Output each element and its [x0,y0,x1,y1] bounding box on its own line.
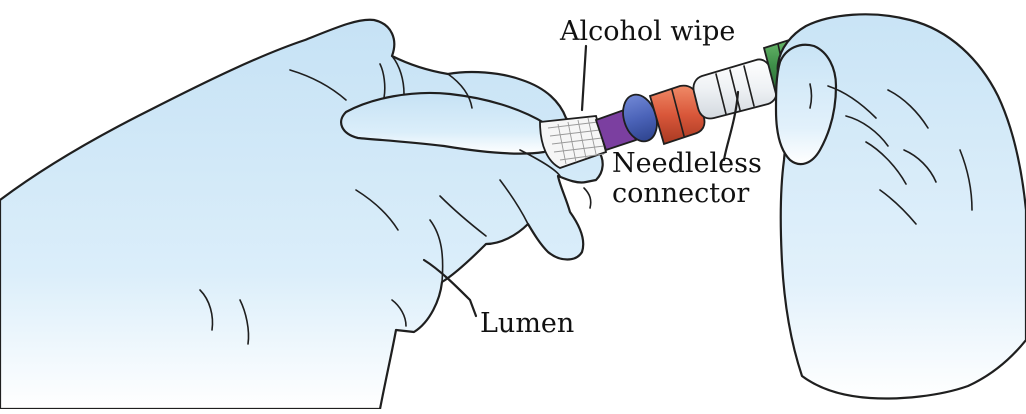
label-needleless-line1: Needleless [612,148,762,179]
label-needleless-line2: connector [612,178,749,209]
leader-alcohol-wipe [582,46,586,110]
label-lumen: Lumen [480,308,574,339]
left-gloved-hand [0,20,603,409]
right-gloved-hand [776,14,1026,398]
label-alcohol-wipe: Alcohol wipe [559,16,735,47]
